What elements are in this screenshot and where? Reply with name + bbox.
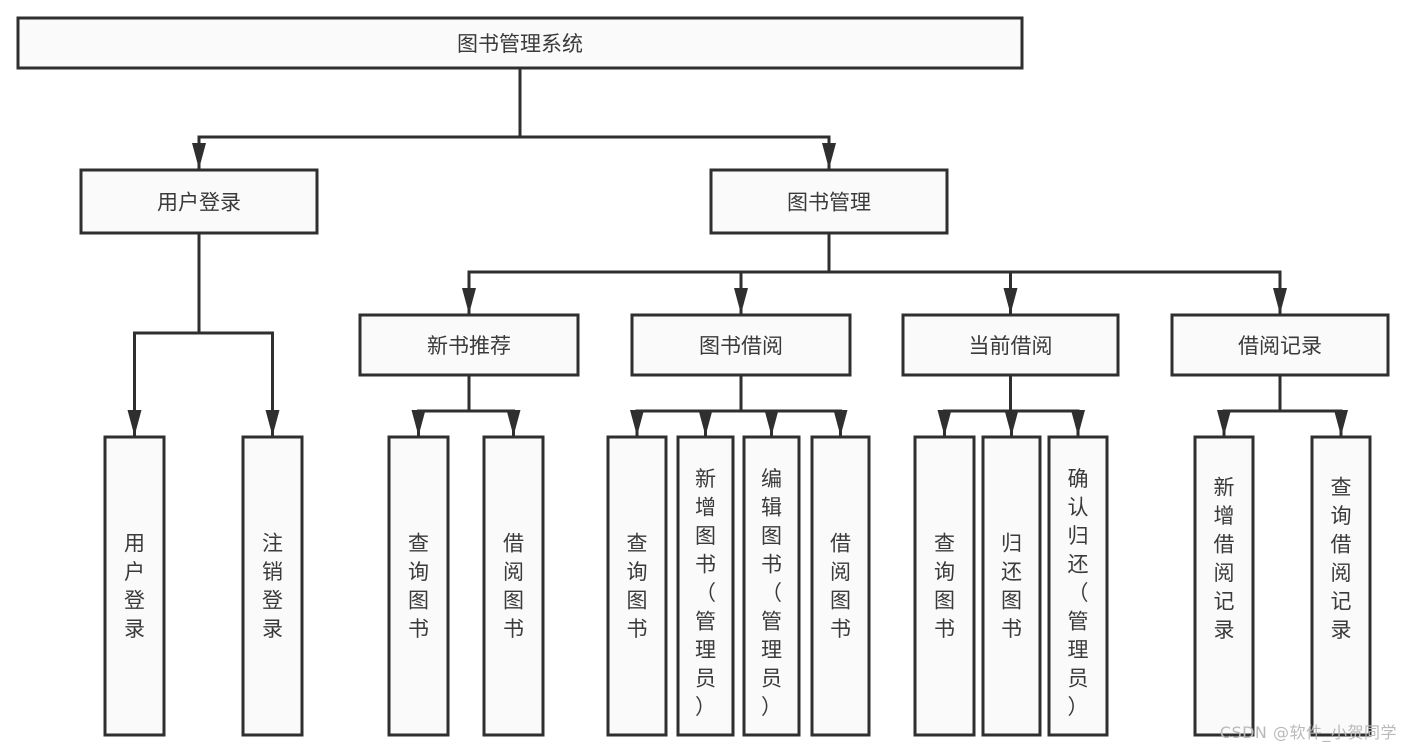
node-label: 借阅记录 — [1238, 334, 1322, 358]
node-box[interactable] — [482, 435, 545, 737]
node-box[interactable] — [742, 435, 801, 737]
node-root[interactable]: 图书管理系统 — [16, 16, 1024, 70]
node-leaf[interactable]: 注销登录 — [241, 435, 304, 737]
arrow-head-icon — [1334, 410, 1348, 436]
node-label: 确认归还（管理员） — [1068, 467, 1089, 719]
node-box[interactable] — [1047, 435, 1109, 737]
arrow-head-icon — [833, 410, 848, 436]
node-level2[interactable]: 用户登录 — [79, 168, 319, 235]
arrow-head-icon — [1071, 410, 1085, 436]
node-label: 用户登录 — [157, 191, 241, 215]
arrow-head-icon — [265, 410, 280, 436]
node-label: 借阅图书 — [830, 531, 851, 641]
node-label: 用户登录 — [124, 531, 145, 641]
node-box[interactable] — [103, 435, 166, 737]
node-box[interactable] — [630, 313, 852, 377]
node-box[interactable] — [1310, 435, 1372, 737]
node-leaf[interactable]: 借阅图书 — [482, 435, 545, 737]
node-leaf[interactable]: 新增图书（管理员） — [676, 435, 735, 737]
node-box[interactable] — [358, 313, 580, 377]
node-label: 图书管理系统 — [457, 32, 583, 56]
node-label: 借阅图书 — [503, 531, 524, 641]
arrow-head-icon — [1004, 410, 1019, 436]
node-leaf[interactable]: 新增借阅记录 — [1193, 435, 1255, 737]
node-box[interactable] — [981, 435, 1042, 737]
node-label: 图书借阅 — [699, 334, 783, 358]
csdn-watermark: CSDN @软件_小贺同学 — [1219, 723, 1397, 742]
node-label: 编辑图书（管理员） — [761, 467, 782, 719]
node-leaf[interactable]: 编辑图书（管理员） — [742, 435, 801, 737]
node-leaf[interactable]: 确认归还（管理员） — [1047, 435, 1109, 737]
node-leaf[interactable]: 查询图书 — [606, 435, 668, 737]
node-level3[interactable]: 借阅记录 — [1170, 313, 1390, 377]
arrow-head-icon — [698, 410, 713, 436]
node-level2[interactable]: 图书管理 — [709, 168, 949, 235]
connectors-layer — [127, 66, 1348, 437]
arrow-head-icon — [506, 410, 521, 436]
node-label: 新书推荐 — [427, 334, 511, 358]
node-label: 查询图书 — [934, 531, 955, 641]
arrow-head-icon — [822, 143, 836, 169]
node-box[interactable] — [387, 435, 450, 737]
node-leaf[interactable]: 归还图书 — [981, 435, 1042, 737]
node-label: 查询借阅记录 — [1331, 475, 1352, 642]
node-label: 查询图书 — [627, 531, 648, 641]
node-level3[interactable]: 当前借阅 — [901, 313, 1120, 377]
node-label: 新增图书（管理员） — [695, 467, 716, 719]
node-leaf[interactable]: 借阅图书 — [810, 435, 871, 737]
node-leaf[interactable]: 用户登录 — [103, 435, 166, 737]
nodes-layer: 图书管理系统用户登录图书管理新书推荐图书借阅当前借阅借阅记录用户登录注销登录查询… — [16, 16, 1390, 737]
node-label: 当前借阅 — [969, 334, 1053, 358]
node-box[interactable] — [901, 313, 1120, 377]
arrow-head-icon — [764, 410, 779, 436]
arrow-head-icon — [734, 288, 748, 314]
node-level3[interactable]: 新书推荐 — [358, 313, 580, 377]
arrow-head-icon — [1003, 288, 1018, 314]
node-box[interactable] — [1193, 435, 1255, 737]
arrow-head-icon — [411, 410, 426, 436]
node-box[interactable] — [709, 168, 949, 235]
node-label: 图书管理 — [787, 191, 871, 215]
arrow-head-icon — [1273, 288, 1287, 314]
arrow-head-icon — [127, 410, 142, 436]
node-box[interactable] — [79, 168, 319, 235]
node-box[interactable] — [16, 16, 1024, 70]
arrow-head-icon — [462, 288, 476, 314]
node-box[interactable] — [676, 435, 735, 737]
node-leaf[interactable]: 查询借阅记录 — [1310, 435, 1372, 737]
node-label: 查询图书 — [408, 531, 429, 641]
arrow-head-icon — [937, 410, 952, 436]
node-leaf[interactable]: 查询图书 — [387, 435, 450, 737]
node-box[interactable] — [241, 435, 304, 737]
node-label: 新增借阅记录 — [1214, 475, 1235, 642]
node-label: 注销登录 — [262, 531, 283, 641]
arrow-head-icon — [1217, 410, 1231, 436]
node-box[interactable] — [913, 435, 976, 737]
node-label: 归还图书 — [1001, 531, 1022, 641]
node-box[interactable] — [606, 435, 668, 737]
node-level3[interactable]: 图书借阅 — [630, 313, 852, 377]
node-box[interactable] — [810, 435, 871, 737]
arrow-head-icon — [192, 143, 206, 169]
node-leaf[interactable]: 查询图书 — [913, 435, 976, 737]
node-box[interactable] — [1170, 313, 1390, 377]
arrow-head-icon — [630, 410, 644, 436]
